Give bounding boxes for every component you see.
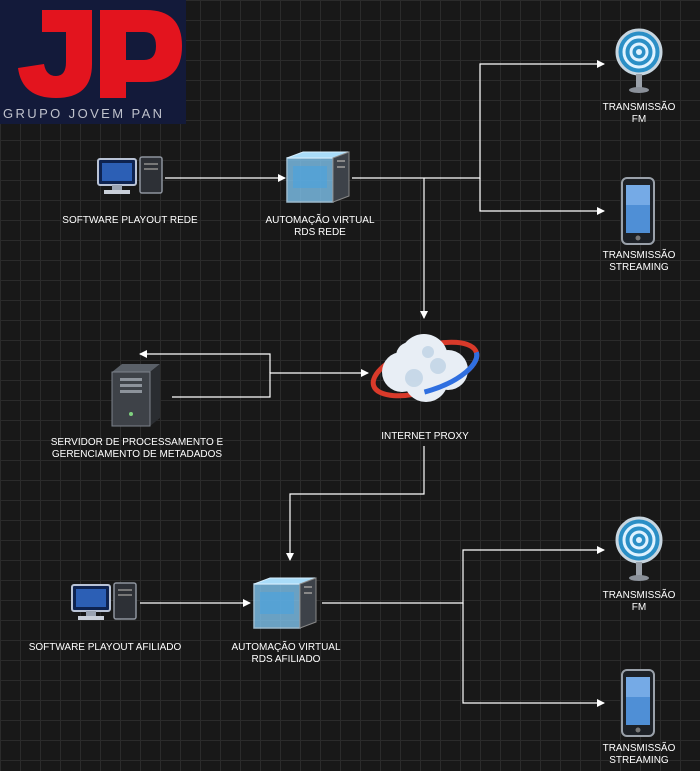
jp-logo-icon — [18, 10, 182, 98]
virtual-server-icon — [286, 151, 350, 203]
automacao-afiliado-label: AUTOMAÇÃO VIRTUAL RDS AFILIADO — [206, 642, 366, 666]
jovem-pan-logo: GRUPO JOVEM PAN — [0, 0, 186, 124]
edge-automacao-afiliado-to-streaming-bottom — [462, 603, 605, 707]
automacao-rede-label: AUTOMAÇÃO VIRTUAL RDS REDE — [240, 215, 400, 239]
automacao-afiliado-label-line1: AUTOMAÇÃO VIRTUAL — [231, 642, 341, 653]
transmissao-streaming-bottom-label-line2: STREAMING — [609, 755, 669, 766]
transmissao-fm-top-label: TRANSMISSÃO FM — [584, 102, 694, 126]
internet-cloud-icon — [370, 334, 480, 402]
software-playout-afiliado-node — [70, 581, 140, 628]
radio-antenna-icon — [615, 28, 663, 93]
desktop-computer-icon — [97, 156, 163, 194]
transmissao-fm-top-node — [614, 28, 664, 99]
servidor-label: SERVIDOR DE PROCESSAMENTO E GERENCIAMENT… — [24, 437, 250, 461]
automacao-rede-label-line1: AUTOMAÇÃO VIRTUAL — [265, 215, 375, 226]
software-playout-rede-node — [96, 155, 166, 202]
radio-antenna-icon — [615, 516, 663, 581]
server-tower-icon — [111, 364, 160, 427]
transmissao-fm-bottom-label: TRANSMISSÃO FM — [584, 590, 694, 614]
transmissao-streaming-bottom-node — [620, 668, 656, 743]
software-playout-rede-label: SOFTWARE PLAYOUT REDE — [62, 215, 198, 226]
software-playout-afiliado-label: SOFTWARE PLAYOUT AFILIADO — [28, 642, 182, 653]
transmissao-streaming-top-label-line1: TRANSMISSÃO — [602, 250, 676, 261]
desktop-computer-icon — [71, 582, 137, 620]
transmissao-streaming-bottom-label-line1: TRANSMISSÃO — [602, 743, 676, 754]
internet-proxy-node — [366, 322, 484, 421]
edge-automacao-rede-to-fm-top — [352, 60, 605, 179]
automacao-rede-node — [285, 150, 355, 211]
servidor-label-line2: GERENCIAMENTO DE METADADOS — [51, 449, 223, 460]
transmissao-fm-bottom-label-line2: FM — [631, 602, 647, 613]
edge-automacao-afiliado-to-fm-bottom — [322, 546, 605, 604]
servidor-label-line1: SERVIDOR DE PROCESSAMENTO E — [50, 437, 224, 448]
transmissao-fm-top-label-line2: FM — [631, 114, 647, 125]
internet-proxy-label: INTERNET PROXY — [381, 431, 469, 442]
edge-servidor-to-proxy — [172, 369, 369, 398]
edge-automacao-rede-to-streaming-top — [479, 178, 605, 215]
edge-proxy-to-servidor — [139, 350, 271, 373]
smartphone-icon — [621, 669, 655, 737]
transmissao-fm-bottom-label-line1: TRANSMISSÃO — [602, 590, 676, 601]
edge-proxy-to-automacao-afiliado — [286, 446, 425, 561]
transmissao-streaming-top-node — [620, 176, 656, 251]
smartphone-icon — [621, 177, 655, 245]
servidor-node — [108, 362, 162, 433]
automacao-afiliado-node — [252, 576, 322, 637]
transmissao-streaming-top-label: TRANSMISSÃO STREAMING — [584, 250, 694, 274]
transmissao-streaming-top-label-line2: STREAMING — [609, 262, 669, 273]
automacao-afiliado-label-line2: RDS AFILIADO — [251, 654, 321, 665]
logo-brand-text: GRUPO JOVEM PAN — [3, 106, 165, 121]
transmissao-streaming-bottom-label: TRANSMISSÃO STREAMING — [584, 743, 694, 767]
transmissao-fm-bottom-node — [614, 516, 664, 587]
automacao-rede-label-line2: RDS REDE — [294, 227, 346, 238]
transmissao-fm-top-label-line1: TRANSMISSÃO — [602, 102, 676, 113]
virtual-server-icon — [253, 577, 317, 629]
